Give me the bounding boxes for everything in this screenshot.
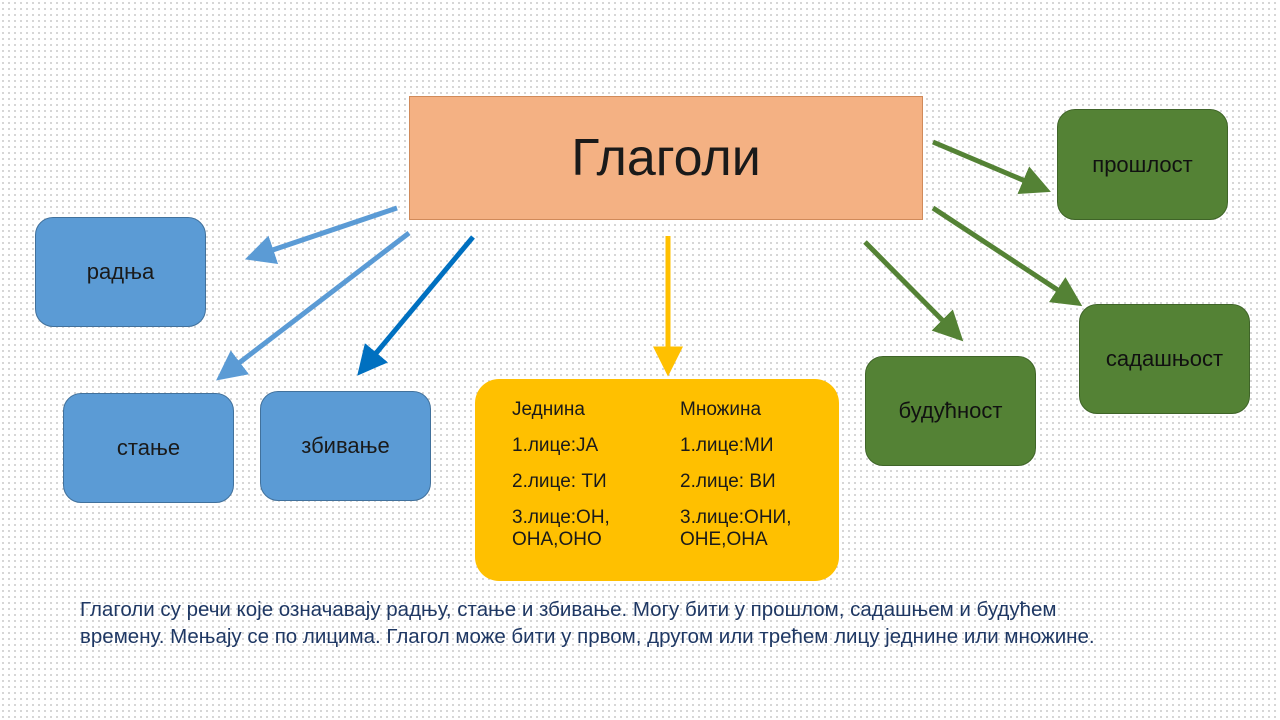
- title-text: Глаголи: [571, 129, 761, 187]
- node-zbivanje: збивање: [260, 391, 431, 501]
- node-proshlost-label: прошлост: [1092, 151, 1193, 177]
- singular-second-person: 2.лице: ТИ: [512, 471, 607, 492]
- node-stanje: стање: [63, 393, 234, 503]
- arrow-to-stanje: [216, 231, 411, 381]
- arrow-to-budutnost: [863, 240, 964, 342]
- plural-third-person: 3.лице:ОНИ, ОНЕ,ОНА: [680, 507, 840, 551]
- plural-column: Множина 1.лице:МИ 2.лице: ВИ 3.лице:ОНИ,…: [680, 399, 840, 551]
- caption-line-2: времену. Мењају се по лицима. Глагол мож…: [80, 625, 1095, 648]
- plural-third-person-line1: 3.лице:ОНИ,: [680, 507, 792, 528]
- node-zbivanje-label: збивање: [301, 433, 390, 458]
- plural-second-person: 2.лице: ВИ: [680, 471, 776, 492]
- node-sadashnost: садашњост: [1079, 304, 1250, 414]
- node-sadashnost-label: садашњост: [1105, 346, 1224, 371]
- singular-column: Једнина 1.лице:ЈА 2.лице: ТИ 3.лице:ОН, …: [512, 399, 672, 551]
- node-budutnost: будућност: [865, 356, 1036, 466]
- title-node: Глаголи: [409, 96, 923, 220]
- singular-third-person-line1: 3.лице:ОН,: [512, 507, 610, 528]
- node-radnja: радња: [35, 217, 206, 327]
- arrow-to-radnja: [244, 205, 398, 265]
- plural-header: Множина: [680, 399, 762, 420]
- caption-text: Глаголи су речи које означавају радњу, с…: [80, 596, 1275, 650]
- singular-third-person: 3.лице:ОН, ОНА,ОНО: [512, 507, 672, 551]
- plural-first-person: 1.лице:МИ: [680, 435, 774, 456]
- node-radnja-label: радња: [86, 259, 155, 284]
- node-budutnost-label: будућност: [898, 398, 1003, 423]
- node-proshlost: прошлост: [1057, 109, 1228, 220]
- node-stanje-label: стање: [116, 435, 181, 460]
- caption-line-1: Глаголи су речи које означавају радњу, с…: [80, 598, 1057, 621]
- arrow-to-sadashnost: [931, 205, 1083, 307]
- singular-header: Једнина: [512, 399, 585, 420]
- singular-third-person-line2: ОНА,ОНО: [512, 529, 602, 550]
- plural-third-person-line2: ОНЕ,ОНА: [680, 529, 768, 550]
- person-node: Једнина 1.лице:ЈА 2.лице: ТИ 3.лице:ОН, …: [475, 379, 839, 581]
- arrow-to-proshlost: [932, 139, 1051, 195]
- singular-first-person: 1.лице:ЈА: [512, 435, 599, 456]
- arrow-to-zbivanje: [357, 235, 475, 376]
